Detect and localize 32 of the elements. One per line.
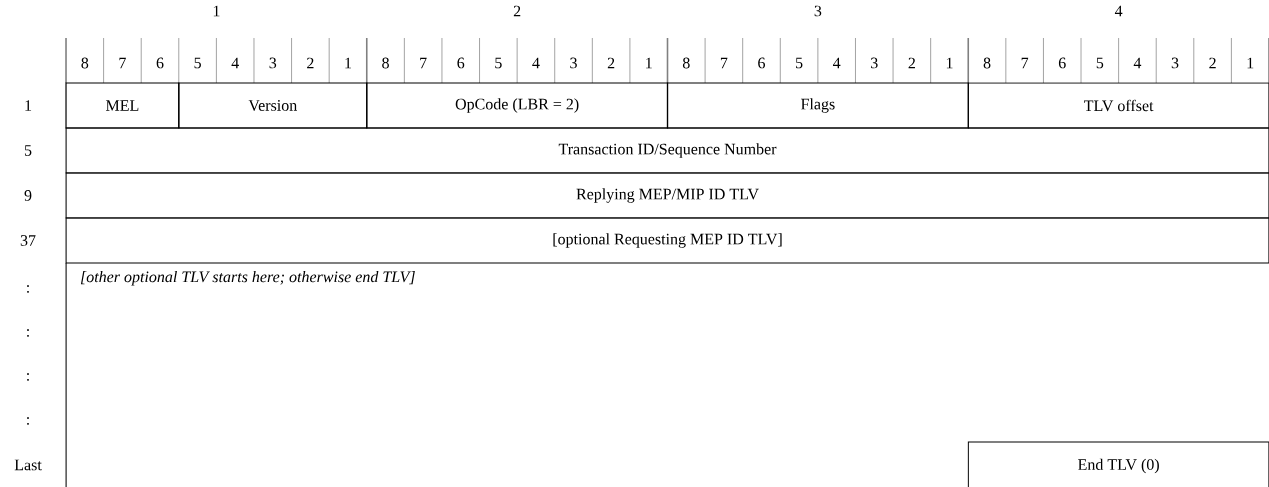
- row-offset: :: [27, 329, 29, 337]
- row-offset: 9: [24, 190, 32, 201]
- bit-number: 8: [382, 57, 389, 69]
- field-box: MEL: [65, 82, 180, 129]
- field-box: Replying MEP/MIP ID TLV: [65, 172, 1269, 219]
- byte-number: 1: [213, 5, 220, 17]
- row-offset: Last: [14, 459, 42, 471]
- bit-number: 5: [194, 57, 201, 69]
- bit-number: 8: [682, 57, 690, 69]
- byte-number: 4: [1114, 5, 1123, 17]
- row-offset: 37: [20, 235, 36, 246]
- field-box: Flags: [666, 82, 969, 129]
- row-offset: :: [27, 373, 29, 381]
- row-offset: :: [27, 285, 29, 293]
- field-box: OpCode (LBR = 2): [366, 82, 669, 129]
- bit-number: 8: [983, 57, 991, 69]
- bit-number: 1: [646, 57, 652, 69]
- bit-number: 1: [345, 57, 351, 69]
- field-box: [optional Requesting MEP ID TLV]: [65, 217, 1269, 264]
- row-offset: 1: [25, 100, 32, 111]
- byte-number: 3: [814, 5, 822, 17]
- field-box: TLV offset: [967, 82, 1269, 129]
- bit-number: 6: [156, 57, 164, 69]
- row-offset: :: [27, 417, 29, 425]
- bit-number: 1: [946, 57, 953, 69]
- field-box: Transaction ID/Sequence Number: [65, 127, 1269, 174]
- field-box: Version: [178, 82, 368, 129]
- byte-number: 2: [513, 5, 521, 17]
- bit-number: 7: [1021, 57, 1029, 69]
- field-box: End TLV (0): [967, 441, 1269, 487]
- field-region: [other optional TLV starts here; otherwise end TLV]: [65, 262, 415, 487]
- row-offset: 5: [24, 145, 32, 156]
